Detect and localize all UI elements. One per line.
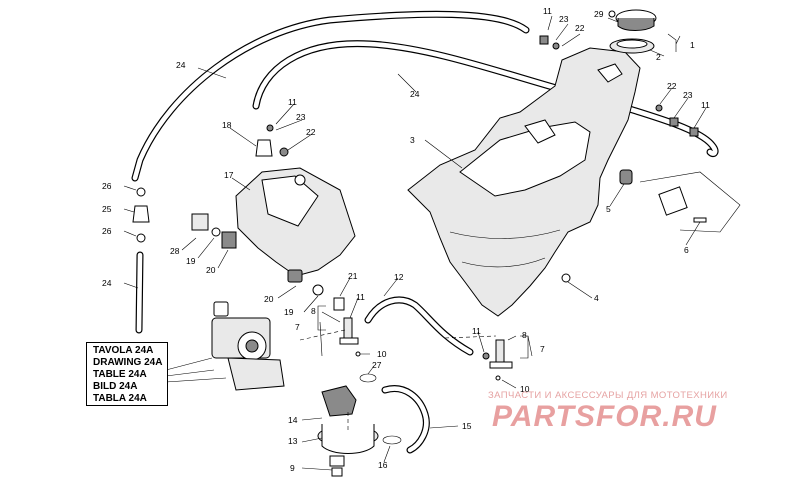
callout-9: 9 [290, 463, 295, 473]
hose-24-right [252, 40, 719, 158]
callout-8: 8 [522, 330, 527, 340]
assembly-line-right [444, 335, 497, 339]
hose-12 [364, 296, 474, 356]
hose-24-left [131, 10, 530, 334]
callout-3: 3 [410, 135, 415, 145]
callout-29: 29 [594, 9, 604, 19]
evap-canister [235, 167, 356, 283]
callout-24: 24 [102, 278, 112, 288]
throttle-body [211, 301, 285, 391]
assembly-line-left [299, 329, 346, 341]
callout-14: 14 [288, 415, 298, 425]
callout-10: 10 [377, 349, 387, 359]
callout-7: 7 [540, 344, 545, 354]
fittings [132, 35, 699, 477]
callout-20: 20 [264, 294, 274, 304]
callout-23: 23 [683, 90, 693, 100]
fuel-cap [608, 9, 657, 54]
reference-line: BILD 24A [93, 381, 138, 392]
callout-25: 25 [102, 204, 112, 214]
callout-18: 18 [222, 120, 232, 130]
callout-11: 11 [288, 97, 297, 107]
callout-13: 13 [288, 436, 298, 446]
leader-lines [123, 15, 707, 471]
callout-12: 12 [394, 272, 404, 282]
callout-22: 22 [667, 81, 677, 91]
callout-2: 2 [656, 52, 661, 62]
callout-15: 15 [462, 421, 472, 431]
hose-15 [381, 385, 430, 454]
watermark-logo: PARTSFOR.RU [492, 400, 717, 433]
fuel-pump [317, 385, 379, 467]
callout-24: 24 [410, 89, 420, 99]
callout-23: 23 [296, 112, 306, 122]
callout-24: 24 [176, 60, 186, 70]
callout-10: 10 [520, 384, 530, 394]
callout-28: 28 [170, 246, 180, 256]
callout-11: 11 [701, 100, 710, 110]
callout-20: 20 [206, 265, 216, 275]
callout-22: 22 [306, 127, 316, 137]
reference-line: TAVOLA 24A [93, 345, 154, 356]
reference-line: TABLE 24A [93, 369, 147, 380]
reference-line: DRAWING 24A [93, 357, 163, 368]
callout-19: 19 [284, 307, 294, 317]
reference-line: TABLA 24A [93, 393, 147, 404]
callout-26: 26 [102, 226, 112, 236]
callout-21: 21 [348, 271, 358, 281]
callout-22: 22 [575, 23, 585, 33]
callout-4: 4 [594, 293, 599, 303]
callout-6: 6 [684, 245, 689, 255]
callout-16: 16 [378, 460, 388, 470]
fuel-tank [407, 47, 641, 317]
frame-bracket [619, 169, 741, 233]
callout-5: 5 [606, 204, 611, 214]
callout-7: 7 [295, 322, 300, 332]
callout-11: 11 [356, 292, 365, 302]
reference-drawing-box: TAVOLA 24A DRAWING 24A TABLE 24A BILD 24… [86, 342, 168, 406]
callout-labels: 11 23 22 29 2 1 24 24 3 22 23 11 11 23 2… [102, 6, 710, 473]
callout-11: 11 [543, 6, 552, 16]
callout-11: 11 [472, 326, 481, 336]
callout-19: 19 [186, 256, 196, 266]
callout-17: 17 [224, 170, 234, 180]
callout-1: 1 [690, 40, 695, 50]
watermark-subtitle: ЗАПЧАСТИ И АКСЕССУАРЫ ДЛЯ МОТОТЕХНИКИ [488, 390, 728, 401]
callout-26: 26 [102, 181, 112, 191]
callout-23: 23 [559, 14, 569, 24]
callout-27: 27 [372, 360, 382, 370]
callout-8: 8 [311, 306, 316, 316]
